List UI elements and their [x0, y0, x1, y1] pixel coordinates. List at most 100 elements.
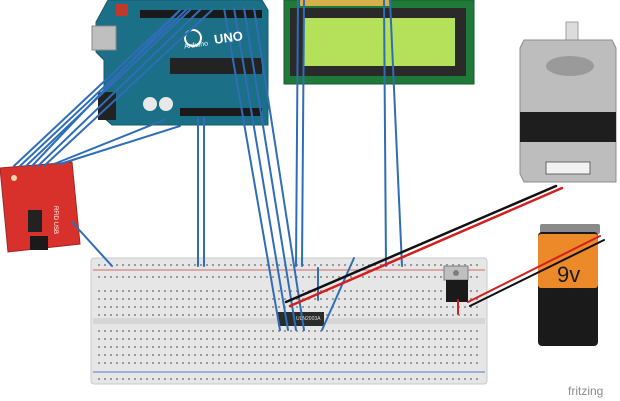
breadboard-hole [134, 276, 136, 278]
breadboard-hole [104, 290, 106, 292]
breadboard-hole [266, 362, 268, 364]
breadboard-hole [476, 290, 478, 292]
breadboard-hole [134, 378, 136, 380]
breadboard-hole [200, 330, 202, 332]
breadboard-hole [98, 362, 100, 364]
breadboard-hole [110, 306, 112, 308]
breadboard-hole [470, 276, 472, 278]
breadboard-hole [452, 338, 454, 340]
breadboard-hole [452, 306, 454, 308]
breadboard-hole [242, 314, 244, 316]
breadboard-hole [110, 338, 112, 340]
breadboard-hole [164, 338, 166, 340]
breadboard-hole [434, 338, 436, 340]
breadboard-hole [326, 338, 328, 340]
breadboard-hole [158, 378, 160, 380]
breadboard-hole [332, 298, 334, 300]
breadboard-hole [470, 354, 472, 356]
breadboard-hole [158, 346, 160, 348]
breadboard-hole [404, 378, 406, 380]
breadboard-hole [104, 378, 106, 380]
breadboard-hole [410, 346, 412, 348]
breadboard-hole [314, 378, 316, 380]
breadboard-hole [356, 330, 358, 332]
breadboard-hole [278, 378, 280, 380]
breadboard-hole [128, 354, 130, 356]
breadboard-hole [242, 298, 244, 300]
breadboard-hole [458, 378, 460, 380]
breadboard-hole [344, 338, 346, 340]
breadboard-hole [416, 354, 418, 356]
breadboard-hole [164, 330, 166, 332]
breadboard-hole [368, 298, 370, 300]
breadboard-hole [332, 314, 334, 316]
breadboard-hole [374, 314, 376, 316]
breadboard-hole [458, 330, 460, 332]
breadboard-hole [356, 338, 358, 340]
breadboard-hole [308, 306, 310, 308]
breadboard-hole [446, 354, 448, 356]
signal-wires [13, 0, 403, 331]
breadboard-hole [218, 362, 220, 364]
breadboard-hole [212, 264, 214, 266]
breadboard-hole [422, 338, 424, 340]
breadboard-hole [236, 338, 238, 340]
breadboard-hole [194, 330, 196, 332]
breadboard-hole [242, 354, 244, 356]
breadboard-hole [116, 338, 118, 340]
breadboard-hole [194, 264, 196, 266]
breadboard-hole [476, 354, 478, 356]
breadboard-hole [164, 362, 166, 364]
breadboard-hole [452, 362, 454, 364]
breadboard-hole [386, 276, 388, 278]
breadboard-hole [194, 362, 196, 364]
breadboard-hole [254, 362, 256, 364]
breadboard-hole [230, 306, 232, 308]
breadboard-hole [314, 346, 316, 348]
breadboard-hole [152, 264, 154, 266]
breadboard-hole [368, 314, 370, 316]
breadboard-hole [362, 298, 364, 300]
breadboard-hole [152, 276, 154, 278]
breadboard-hole [308, 346, 310, 348]
breadboard-hole [218, 306, 220, 308]
breadboard-hole [404, 362, 406, 364]
breadboard-hole [368, 290, 370, 292]
breadboard-hole [362, 354, 364, 356]
breadboard-hole [122, 290, 124, 292]
breadboard-hole [476, 378, 478, 380]
breadboard-hole [110, 354, 112, 356]
breadboard-hole [158, 354, 160, 356]
usb-port [91, 25, 117, 51]
breadboard-hole [404, 306, 406, 308]
breadboard-hole [356, 298, 358, 300]
breadboard-hole [362, 306, 364, 308]
breadboard-hole [416, 290, 418, 292]
breadboard-hole [170, 346, 172, 348]
breadboard-hole [140, 354, 142, 356]
breadboard-hole [410, 362, 412, 364]
breadboard-hole [206, 264, 208, 266]
breadboard-hole [188, 298, 190, 300]
breadboard-hole [116, 290, 118, 292]
breadboard-hole [110, 276, 112, 278]
breadboard-hole [182, 362, 184, 364]
breadboard-hole [440, 306, 442, 308]
breadboard-hole [98, 276, 100, 278]
breadboard-hole [302, 378, 304, 380]
breadboard-hole [470, 378, 472, 380]
breadboard-hole [128, 306, 130, 308]
breadboard-hole [290, 276, 292, 278]
breadboard-hole [350, 354, 352, 356]
breadboard-hole [386, 306, 388, 308]
breadboard-hole [350, 338, 352, 340]
breadboard-hole [152, 354, 154, 356]
breadboard-hole [224, 378, 226, 380]
breadboard-hole [338, 314, 340, 316]
breadboard-hole [110, 290, 112, 292]
breadboard-hole [380, 290, 382, 292]
breadboard-hole [278, 298, 280, 300]
breadboard-hole [176, 264, 178, 266]
breadboard-hole [416, 314, 418, 316]
